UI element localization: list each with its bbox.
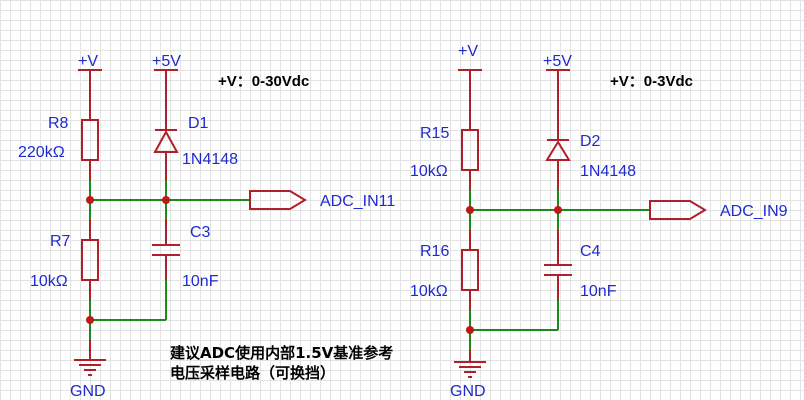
note-line2: 电压采样电路（可换挡） [170,364,335,382]
resistor-r8 [81,119,99,161]
left-gnd-label: GND [70,383,106,400]
r16-value: 10kΩ [410,283,448,300]
right-adc-label: ADC_IN9 [720,203,788,220]
left-adc-port [249,190,307,210]
left-circuit [74,69,307,376]
right-circuit [454,69,707,378]
left-spec-label: +V：0-30Vdc [218,73,309,90]
note-line1: 建议ADC使用内部1.5V基准参考 [170,344,393,362]
junction-dot [554,206,562,214]
left-adc-label: ADC_IN11 [320,193,395,210]
r7-value: 10kΩ [30,273,68,290]
resistor-r15 [461,129,479,171]
c3-value: 10nF [182,273,219,290]
r8-value: 220kΩ [18,144,65,161]
r8-ref: R8 [48,115,69,132]
left-vplus-label: +V [78,53,98,70]
junction-dot [162,196,170,204]
d2-ref: D2 [580,133,601,150]
c4-value: 10nF [580,283,617,300]
right-5v-label: +5V [543,53,572,70]
right-gnd-label: GND [450,383,486,400]
r7-ref: R7 [50,233,71,250]
c3-ref: C3 [190,224,211,241]
resistor-r7 [81,239,99,281]
d1-value: 1N4148 [182,151,238,168]
c4-ref: C4 [580,243,601,260]
d2-value: 1N4148 [580,163,636,180]
junction-dot [466,206,474,214]
resistor-r16 [461,249,479,291]
diode-d2 [545,140,571,161]
r15-value: 10kΩ [410,163,448,180]
left-5v-label: +5V [152,53,181,70]
r16-ref: R16 [420,243,449,260]
diode-d1 [153,129,179,153]
r15-ref: R15 [420,125,449,142]
right-vplus-label: +V [458,43,478,60]
junction-dot [86,316,94,324]
junction-dot [466,326,474,334]
junction-dot [86,196,94,204]
d1-ref: D1 [188,115,209,132]
right-adc-port [649,200,707,220]
right-spec-label: +V：0-3Vdc [610,73,693,90]
